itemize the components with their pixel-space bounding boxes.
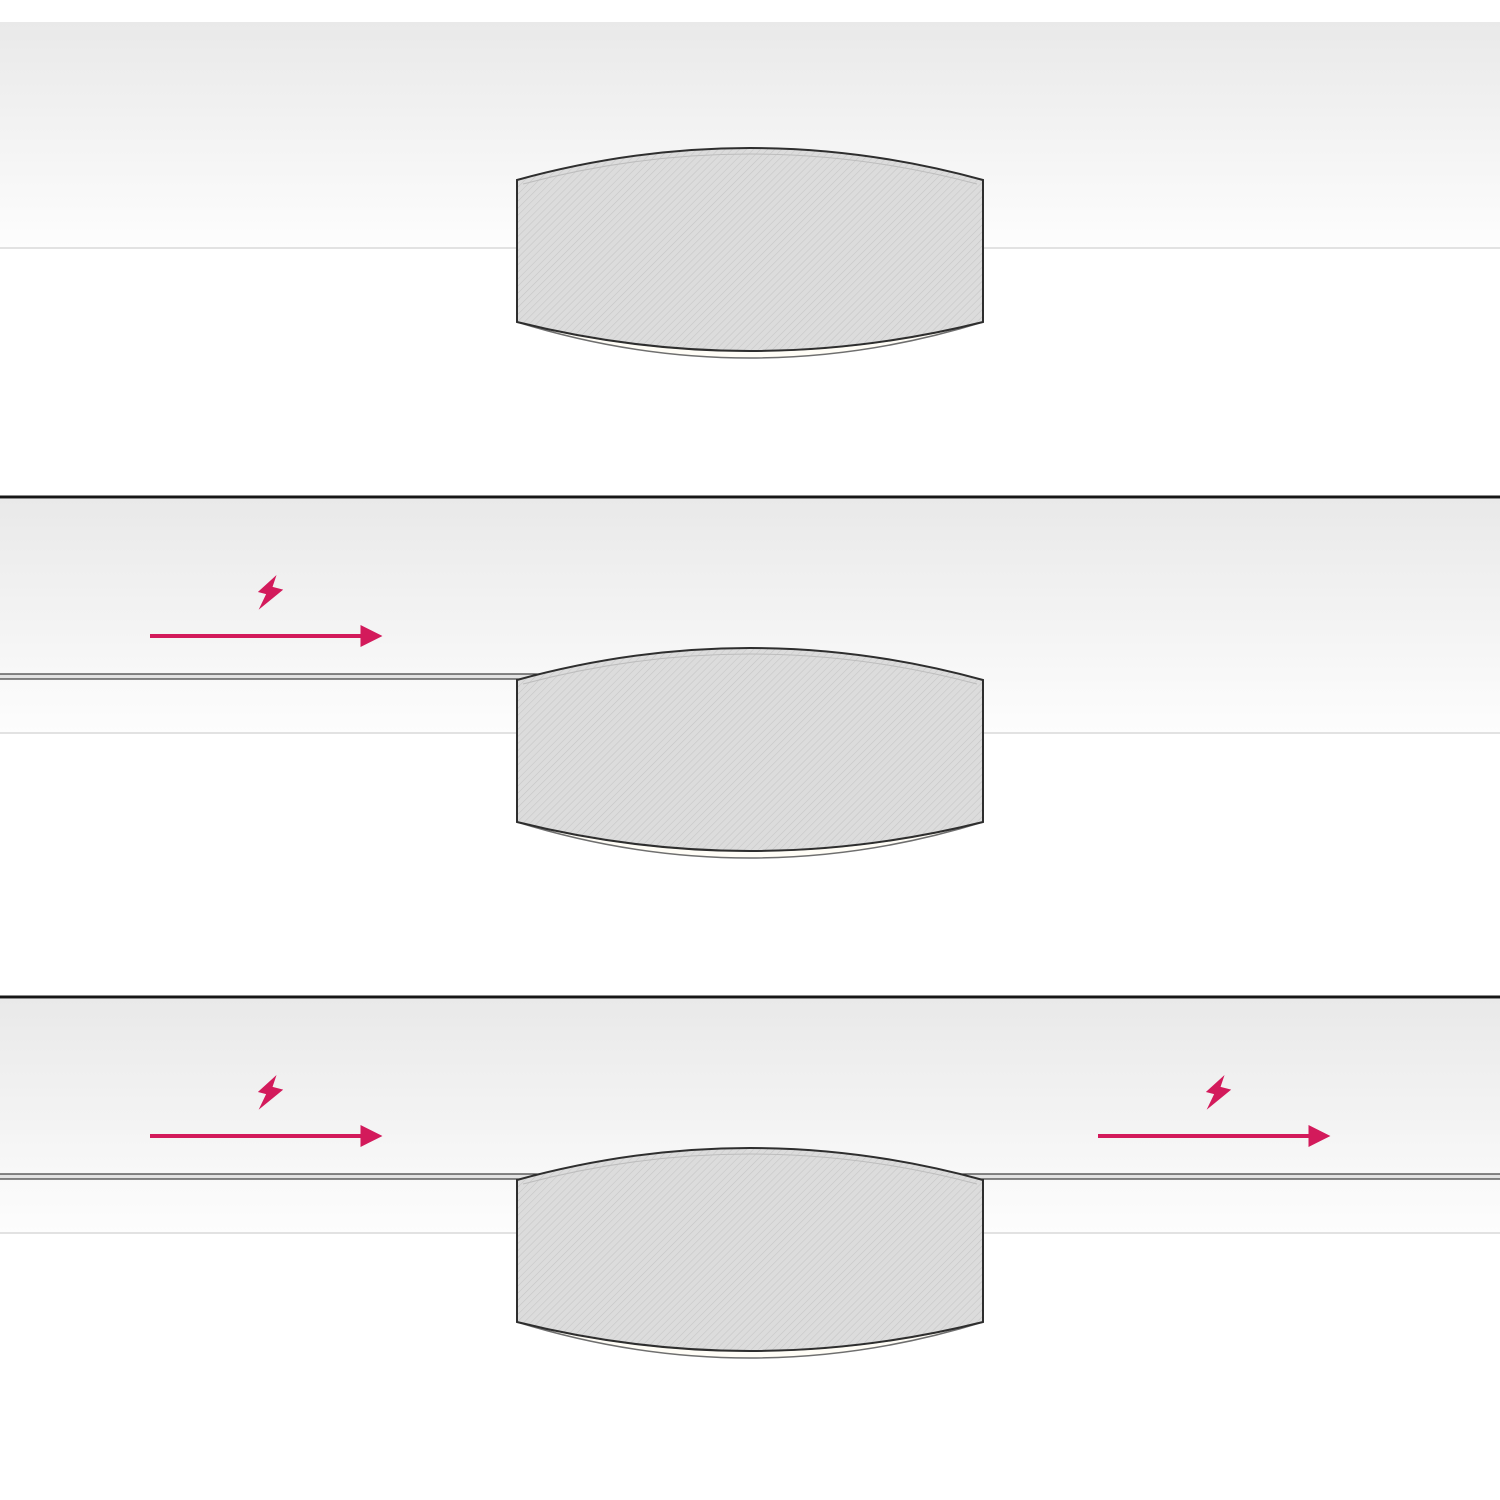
power-cable-left: [0, 673, 559, 680]
panel-2: [0, 495, 1500, 859]
panel-3: [0, 995, 1500, 1359]
ceiling-lamp-illustration: [516, 1147, 984, 1359]
ceiling-lamp-illustration: [516, 647, 984, 859]
ceiling-lamp-illustration: [516, 147, 984, 359]
panel-1: [0, 22, 1500, 359]
